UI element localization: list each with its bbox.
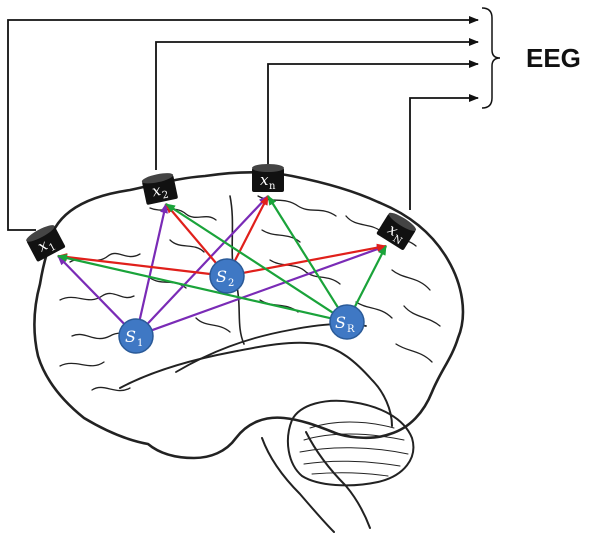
eeg-bracket <box>481 7 501 109</box>
arrow-s2-to-x1 <box>57 253 211 276</box>
source-s2: S 2 <box>209 258 245 294</box>
arrow-s1-to-x1 <box>57 255 125 325</box>
sources: S 1 S 2 S R <box>118 258 365 354</box>
wire-x2 <box>155 38 479 170</box>
wire-xN <box>409 94 479 210</box>
cerebellum <box>286 399 415 487</box>
sensor-label-xn: x <box>260 171 269 189</box>
source-label-s1: S <box>125 327 136 346</box>
arrow-s2-to-xN <box>243 243 387 274</box>
arrow-sR-to-x2 <box>165 203 334 314</box>
arrow-sR-to-xn <box>267 195 339 309</box>
source-label-sR: S <box>335 313 346 332</box>
source-s1: S 1 <box>118 318 154 354</box>
eeg-label: EEG <box>526 43 581 73</box>
source-sub-s1: 1 <box>137 338 143 349</box>
arrow-s2-to-xn <box>233 195 269 262</box>
sensor-sub-x2: 2 <box>161 189 170 201</box>
brainstem <box>261 431 371 533</box>
source-label-s2: S <box>216 267 227 286</box>
sensor-sub-x1: 1 <box>47 241 58 254</box>
sensors: x 1 x 2 x n x N <box>26 164 417 262</box>
wire-xn <box>267 60 479 165</box>
sensor-sub-xn: n <box>269 181 276 192</box>
arrow-s1-to-xN <box>151 244 387 332</box>
cerebellum-folds <box>299 421 409 477</box>
source-sR: S R <box>329 304 365 340</box>
arrow-sR-to-xN <box>353 245 387 308</box>
temporal-lobe <box>119 341 393 427</box>
arrow-s1-to-x2 <box>138 203 168 320</box>
arrow-sR-to-x1 <box>57 254 331 320</box>
sensor-xN: x N <box>376 212 417 250</box>
arrow-s1-to-xn <box>146 195 269 325</box>
source-sub-sR: R <box>347 324 355 335</box>
sensor-x1: x 1 <box>26 225 66 262</box>
wires <box>7 16 479 231</box>
wire-x1 <box>7 16 479 231</box>
connections <box>57 195 387 332</box>
arrow-s2-to-x2 <box>165 203 217 264</box>
source-sub-s2: 2 <box>228 278 234 289</box>
sensor-xn: x n <box>252 164 284 192</box>
sensor-x2: x 2 <box>141 173 178 205</box>
